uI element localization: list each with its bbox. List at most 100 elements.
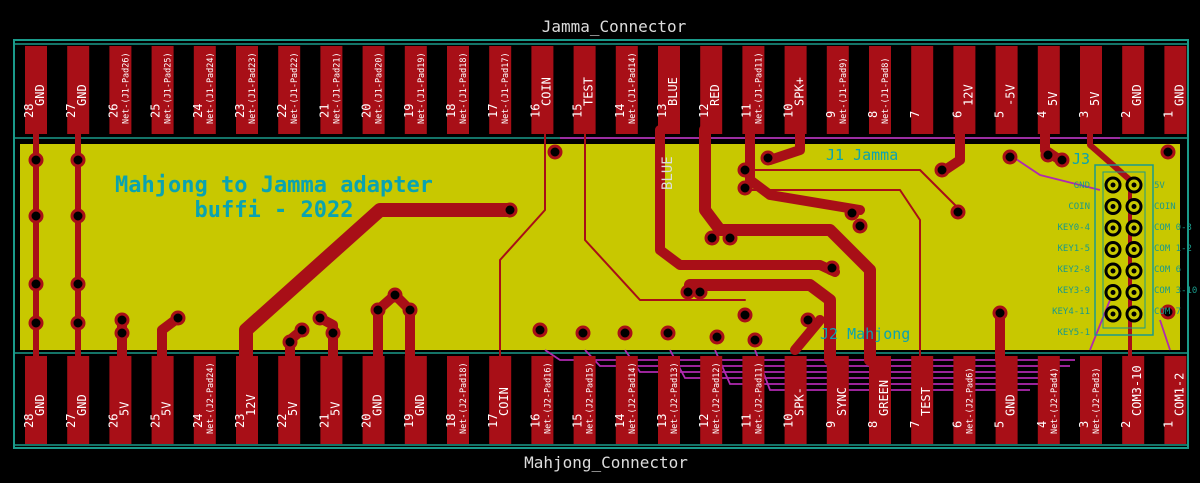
via — [737, 162, 753, 178]
via — [824, 260, 840, 276]
top-pin-number: 25 — [149, 104, 163, 118]
top-pin-net-label: Net-(J1-Pad9) — [839, 57, 849, 124]
board-fill — [20, 144, 1180, 350]
bottom-pad-8 — [869, 356, 891, 444]
top-pin-net-label: Net-(J1-Pad8) — [881, 57, 891, 124]
via — [660, 325, 676, 341]
via — [387, 287, 403, 303]
via — [1160, 304, 1176, 320]
bottom-pad-4 — [1037, 356, 1060, 444]
bottom-pin-net-label: Net-(J2-Pad3) — [1092, 367, 1102, 434]
via — [28, 152, 44, 168]
top-pad-17 — [489, 46, 512, 134]
j3-pin-hole — [1110, 311, 1116, 317]
top-pin-net-label: Net-(J1-Pad25) — [164, 52, 174, 124]
top-pad-2 — [1122, 46, 1145, 134]
top-pin-net-label: Net-(J1-Pad14) — [628, 52, 638, 124]
top-pad-4 — [1037, 46, 1060, 134]
blue-silk-label: BLUE — [660, 156, 676, 190]
j3-pin-hole — [1131, 182, 1137, 188]
top-pad-24 — [193, 46, 216, 134]
bottom-pad-5 — [995, 356, 1018, 444]
via — [722, 230, 738, 246]
via — [370, 302, 386, 318]
bottom-pin-number: 7 — [908, 421, 922, 428]
via — [114, 325, 130, 341]
j3-pin-hole — [1131, 247, 1137, 252]
via — [1054, 152, 1070, 168]
top-pin-number: 22 — [275, 104, 289, 118]
top-pin-net-label: Net-(J1-Pad20) — [375, 52, 385, 124]
bottom-pin-number: 11 — [739, 414, 753, 428]
top-pin-number: 27 — [64, 104, 78, 118]
bottom-pin-number: 13 — [655, 414, 669, 428]
bottom-pad-26 — [109, 356, 132, 444]
bottom-pin-number: 9 — [824, 421, 838, 428]
via — [692, 284, 708, 300]
bottom-pin-number: 18 — [444, 414, 458, 428]
bottom-pin-number: 27 — [64, 414, 78, 428]
bottom-pad-28 — [25, 356, 47, 444]
bottom-pin-net-label: Net-(J2-Pad24) — [206, 362, 216, 434]
bottom-pin-net-label: Net-(J2-Pad11) — [754, 362, 764, 434]
bottom-pin-number: 22 — [275, 414, 289, 428]
bottom-connector-outline — [13, 352, 1189, 446]
top-pad-13 — [658, 46, 680, 134]
j3-pin-hole — [1110, 268, 1116, 274]
top-pad-16 — [531, 46, 554, 134]
j3-left-label: KEY3-9 — [1057, 286, 1090, 296]
top-pin-net-label: Net-(J1-Pad26) — [121, 52, 131, 124]
bottom-pin-net-label: TEST — [919, 387, 933, 416]
top-pad-28 — [25, 46, 47, 134]
top-pin-number: 19 — [402, 104, 416, 118]
j3-right-label: COM 7 — [1154, 307, 1181, 317]
bottom-pin-number: 6 — [950, 421, 964, 428]
via — [532, 322, 548, 338]
bottom-pad-24 — [193, 356, 216, 444]
top-pad-22 — [278, 46, 301, 134]
via — [680, 284, 696, 300]
top-pad-27 — [67, 46, 90, 134]
bottom-pin-net-label: SPK- — [793, 387, 807, 416]
top-pad-5 — [995, 46, 1018, 134]
bottom-pin-net-label: 5V — [117, 402, 131, 416]
top-pin-number: 4 — [1035, 111, 1049, 118]
top-pad-25 — [151, 46, 174, 134]
bottom-pin-net-label: GND — [33, 394, 47, 416]
top-pad-8 — [869, 46, 891, 134]
board-title-line2: buffi - 2022 — [195, 198, 354, 223]
j3-pin-hole — [1131, 311, 1137, 317]
bottom-pad-23 — [236, 356, 258, 444]
bottom-pin-number: 1 — [1161, 421, 1175, 428]
j3-header — [1094, 164, 1154, 336]
via — [502, 202, 518, 218]
bottom-pin-number: 15 — [571, 414, 585, 428]
j3-pin-hole — [1110, 290, 1116, 295]
top-pin-number: 5 — [993, 111, 1007, 118]
bottom-pad-3 — [1080, 356, 1102, 444]
bottom-pin-net-label: Net-(J2-Pad4) — [1050, 367, 1060, 434]
top-pad-7 — [911, 46, 934, 134]
via — [294, 322, 310, 338]
top-pad-12 — [700, 46, 723, 134]
bottom-pad-17 — [489, 356, 512, 444]
via — [737, 180, 753, 196]
j3-pin-hole — [1131, 204, 1137, 209]
via — [852, 218, 868, 234]
bottom-pin-net-label: SYNC — [835, 387, 849, 416]
via — [70, 276, 86, 292]
bottom-pin-net-label: COM1-2 — [1172, 373, 1186, 416]
top-pin-net-label: RED — [708, 84, 722, 106]
via — [28, 276, 44, 292]
j3-left-label: KEY1-5 — [1057, 244, 1090, 254]
top-pin-number: 10 — [782, 104, 796, 118]
j3-left-label: GND — [1074, 181, 1090, 191]
top-pin-net-label: 5V — [1088, 92, 1102, 106]
top-pin-number: 2 — [1119, 111, 1133, 118]
top-pin-number: 12 — [697, 104, 711, 118]
top-pin-net-label: 12V — [961, 84, 975, 106]
bottom-pin-number: 26 — [106, 414, 120, 428]
top-pin-number: 11 — [739, 104, 753, 118]
bottom-pad-10 — [784, 356, 807, 444]
j3-right-label: COM 1-2 — [1154, 244, 1192, 254]
